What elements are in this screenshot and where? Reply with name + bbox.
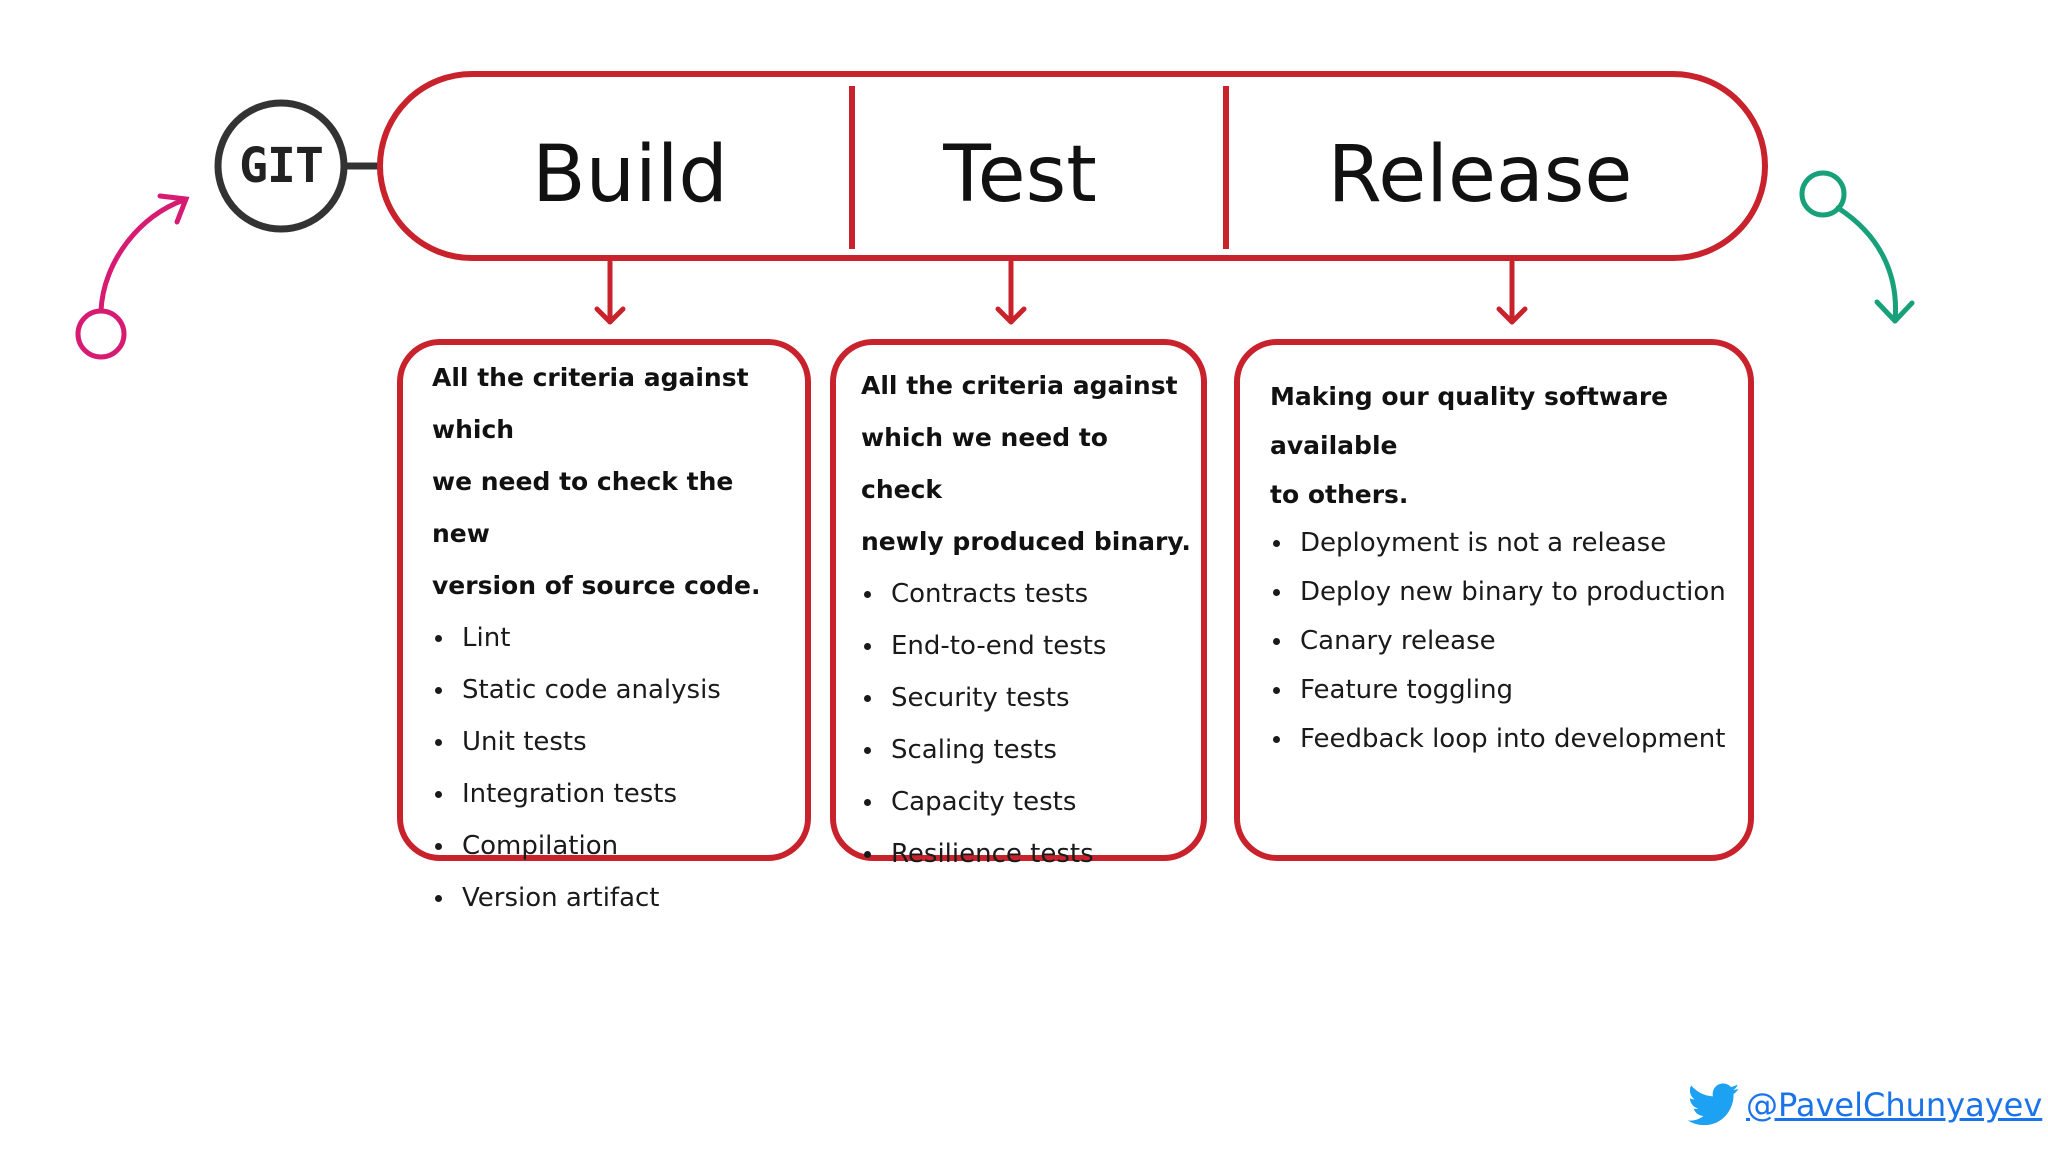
stage-release-title: Release (1327, 130, 1633, 220)
card-heading-line: All the criteria against which (432, 363, 749, 444)
card-heading-line: All the criteria against (861, 371, 1178, 400)
card-heading-line: version of source code. (432, 571, 761, 600)
card-heading: Making our quality software available to… (1270, 372, 1750, 519)
list-item: Compilation (432, 820, 792, 872)
list-item: Feedback loop into development (1270, 715, 1750, 764)
card-heading-line: newly produced binary. (861, 527, 1191, 556)
list-item: Unit tests (432, 716, 792, 768)
list-item: Feature toggling (1270, 666, 1750, 715)
list-item: Security tests (861, 672, 1191, 724)
list-item: Contracts tests (861, 568, 1191, 620)
card-border-test (830, 339, 1207, 861)
card-list: Deployment is not a release Deploy new b… (1270, 519, 1750, 764)
card-heading-line: Making our quality software available (1270, 382, 1669, 460)
outgoing-arrow-icon (1799, 170, 1915, 324)
twitter-handle-link[interactable]: @PavelChunyayev (1746, 1086, 2043, 1124)
card-border-release (1234, 339, 1754, 861)
list-item: Scaling tests (861, 724, 1191, 776)
pipeline-pill (377, 71, 1768, 261)
incoming-arrow-icon (75, 193, 190, 360)
card-list: Lint Static code analysis Unit tests Int… (432, 612, 792, 924)
card-border-build (397, 339, 811, 861)
card-heading: All the criteria against which we need t… (861, 360, 1191, 568)
list-item: Version artifact (432, 872, 792, 924)
card-release: Making our quality software available to… (1270, 372, 1750, 764)
list-item: End-to-end tests (861, 620, 1191, 672)
list-item: Integration tests (432, 768, 792, 820)
card-heading-line: to others. (1270, 480, 1409, 509)
list-item: Capacity tests (861, 776, 1191, 828)
down-arrow-icon (995, 259, 1027, 325)
list-item: Deploy new binary to production (1270, 568, 1750, 617)
card-heading-line: we need to check the new (432, 467, 734, 548)
twitter-credit[interactable]: @PavelChunyayev (1688, 1080, 2042, 1130)
card-list: Contracts tests End-to-end tests Securit… (861, 568, 1191, 880)
list-item: Canary release (1270, 617, 1750, 666)
card-build: All the criteria against which we need t… (432, 352, 792, 924)
down-arrow-icon (1496, 259, 1528, 325)
git-label: GIT (239, 138, 324, 194)
stage-test-title: Test (943, 130, 1097, 220)
list-item: Static code analysis (432, 664, 792, 716)
stage-build-title: Build (532, 130, 728, 220)
card-heading-line: which we need to check (861, 423, 1108, 504)
list-item: Lint (432, 612, 792, 664)
list-item: Resilience tests (861, 828, 1191, 880)
list-item: Deployment is not a release (1270, 519, 1750, 568)
down-arrow-icon (594, 259, 626, 325)
card-test: All the criteria against which we need t… (861, 360, 1191, 880)
twitter-bird-icon (1688, 1083, 1740, 1126)
card-heading: All the criteria against which we need t… (432, 352, 792, 612)
